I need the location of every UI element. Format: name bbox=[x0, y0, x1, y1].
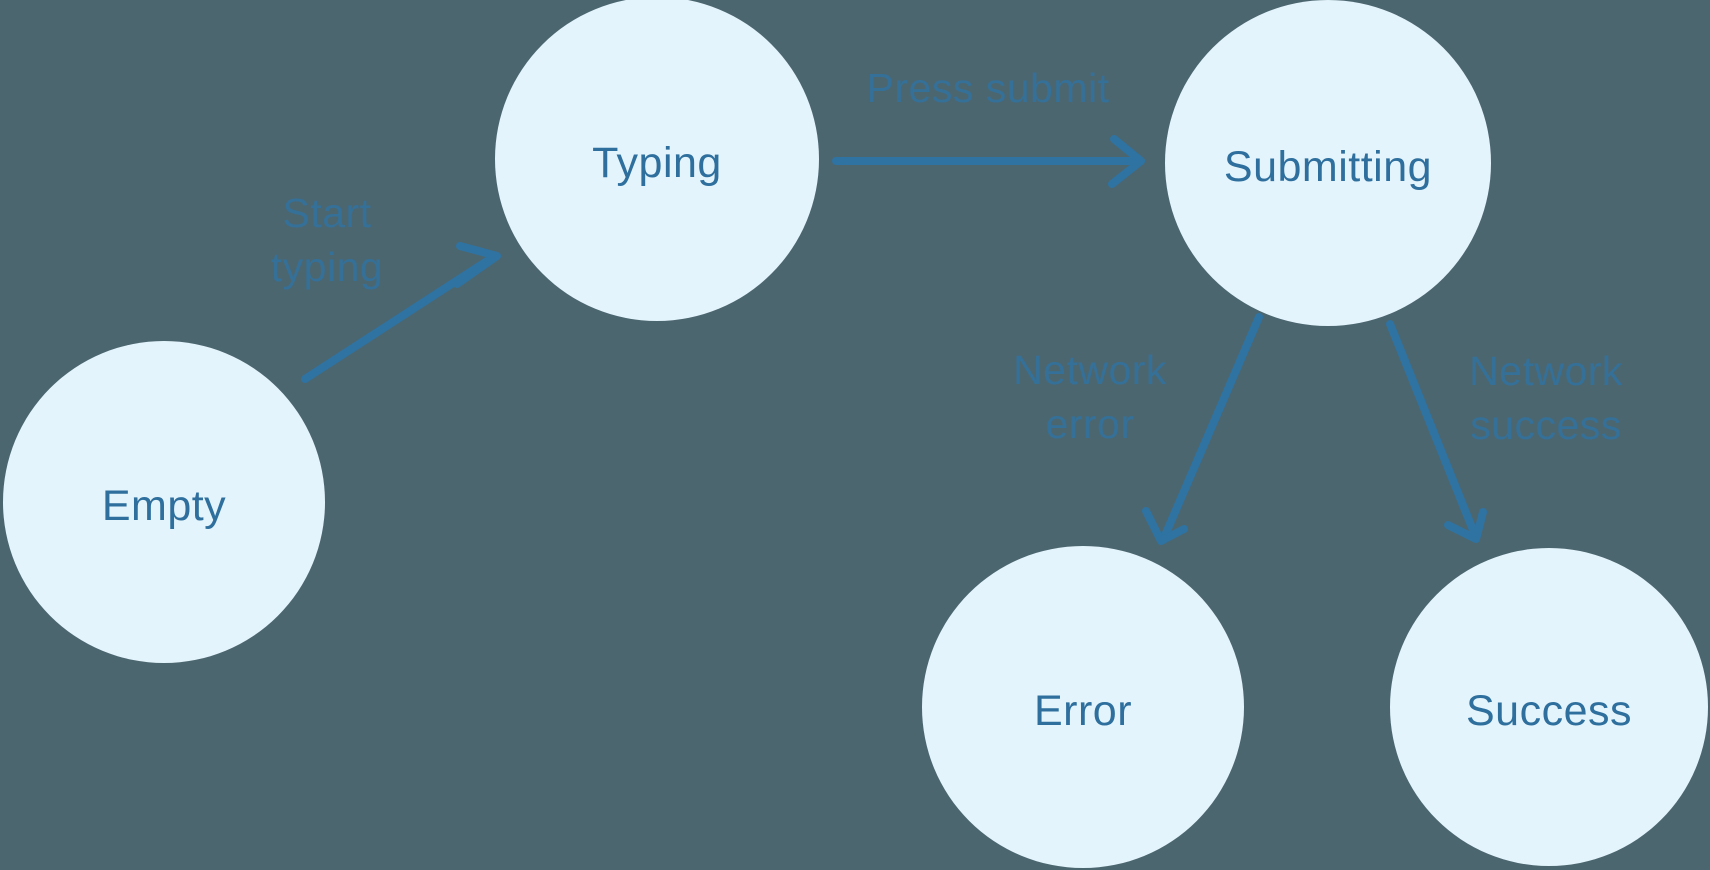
arrow-network-error bbox=[1142, 313, 1263, 545]
state-label-error: Error bbox=[1033, 686, 1133, 735]
state-node-typing: Typing bbox=[495, 0, 819, 321]
state-label-empty: Empty bbox=[101, 481, 227, 530]
arrow-press-submit bbox=[832, 135, 1145, 188]
transition-label-press-submit: Press submit bbox=[866, 65, 1110, 111]
state-label-submitting: Submitting bbox=[1223, 142, 1433, 191]
state-node-empty: Empty bbox=[3, 341, 325, 663]
state-node-submitting: Submitting bbox=[1165, 0, 1491, 326]
transition-label-network-success: Network success bbox=[1469, 348, 1623, 448]
state-label-success: Success bbox=[1465, 686, 1632, 735]
state-node-error: Error bbox=[922, 546, 1244, 868]
arrow-start-typing bbox=[301, 242, 501, 383]
state-label-typing: Typing bbox=[592, 138, 722, 187]
state-node-success: Success bbox=[1390, 548, 1708, 866]
arrow-network-success bbox=[1386, 320, 1487, 543]
transition-label-start-typing: Start typing bbox=[270, 190, 384, 290]
transition-label-network-error: Network error bbox=[1013, 347, 1167, 447]
